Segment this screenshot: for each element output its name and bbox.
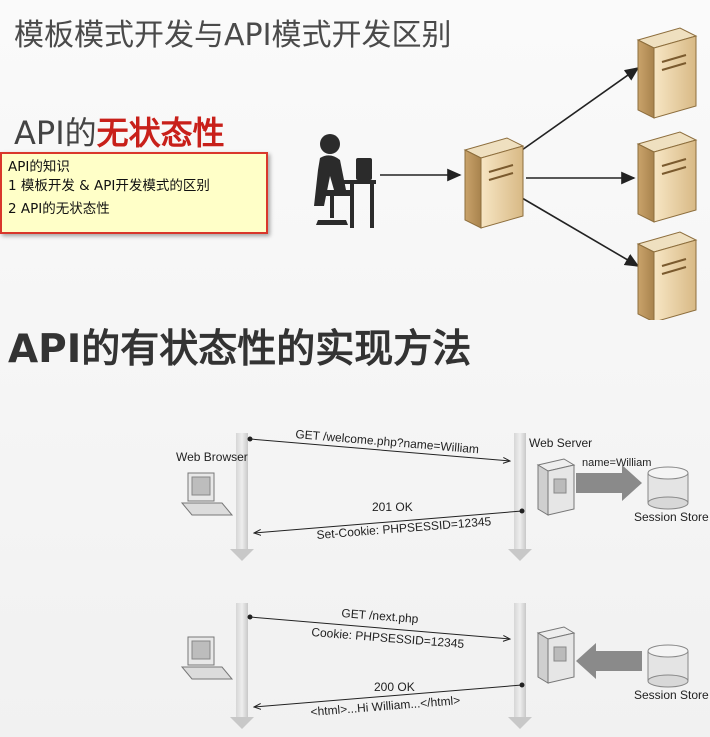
store-to-server-arrow xyxy=(576,643,642,679)
note-box: API的知识 1 模板开发 & API开发模式的区别 2 API的无状态性 xyxy=(0,152,268,234)
server-label: Web Server xyxy=(529,436,593,450)
browser-lifeline-1 xyxy=(230,433,254,561)
server-lifeline-1 xyxy=(508,433,532,561)
subtitle-plain: API的 xyxy=(14,114,97,152)
subtitle: API的无状态性 xyxy=(14,108,225,154)
server-to-store-label: name=William xyxy=(582,457,652,469)
session-store-icon xyxy=(647,466,689,510)
balancer-to-server3-arrow xyxy=(521,197,640,267)
balancer-server-icon xyxy=(463,137,525,229)
server-1-icon xyxy=(636,27,698,119)
subtitle-highlight: 无状态性 xyxy=(96,114,225,152)
session-store-label-2: Session Store xyxy=(634,688,709,702)
server-lifeline-2 xyxy=(508,603,532,729)
response-status-1: 201 OK xyxy=(372,500,413,514)
browser-lifeline-2 xyxy=(230,603,254,729)
slide-title: 模板模式开发与API模式开发区别 xyxy=(14,18,452,53)
user-at-computer-icon xyxy=(314,134,376,228)
browser-computer-icon xyxy=(180,472,234,516)
web-server-icon xyxy=(536,458,576,516)
note-line-2: 1 模板开发 & API开发模式的区别 xyxy=(8,178,210,194)
note-line-3: 2 API的无状态性 xyxy=(8,201,110,217)
session-store-icon-2 xyxy=(647,644,689,688)
browser-computer-icon-2 xyxy=(180,636,234,680)
session-store-label: Session Store xyxy=(634,510,709,524)
response-arrow-2 xyxy=(254,684,523,707)
server-3-icon xyxy=(636,231,698,320)
response-arrow-1 xyxy=(254,510,523,533)
browser-label: Web Browser xyxy=(176,450,248,464)
response-status-2: 200 OK xyxy=(374,680,415,694)
note-line-1: API的知识 xyxy=(8,159,70,175)
section-heading: API的有状态性的实现方法 xyxy=(8,327,472,372)
server-to-store-arrow xyxy=(576,465,642,501)
web-server-icon-2 xyxy=(536,626,576,684)
server-architecture-diagram xyxy=(314,27,698,320)
server-2-icon xyxy=(636,131,698,223)
balancer-to-server1-arrow xyxy=(521,67,640,151)
request-arrow-1 xyxy=(249,438,510,461)
session-sequence-diagram xyxy=(180,433,689,729)
request-arrow-2 xyxy=(249,616,510,639)
